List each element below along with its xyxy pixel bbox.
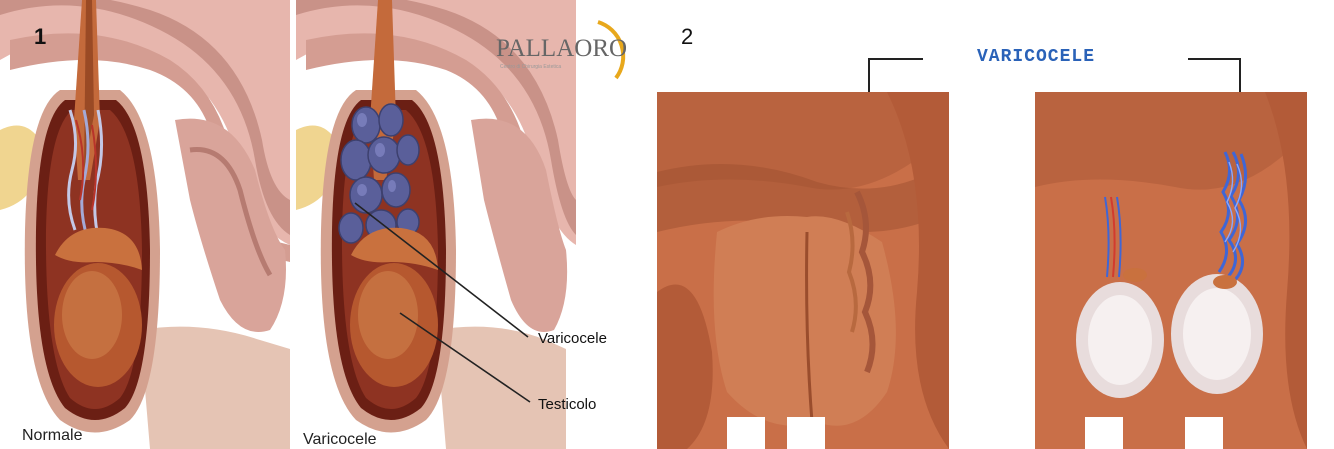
caption-normale: Normale	[22, 427, 82, 445]
external-cutaway-illustration	[1035, 92, 1307, 449]
external-view-illustration	[657, 92, 949, 449]
label-varicocele: Varicocele	[538, 330, 607, 347]
panel-external-left	[657, 92, 949, 449]
panel-normal	[0, 0, 290, 449]
varicocele-anatomy-illustration	[296, 0, 640, 449]
panel-external-right	[1035, 92, 1307, 449]
label-testicolo: Testicolo	[538, 396, 596, 413]
figure-2-number: 2	[681, 24, 693, 50]
panel-varicocele	[296, 0, 640, 449]
pallaoro-logo-subtitle: Centro di Chirurgia Estetica	[500, 64, 561, 70]
caption-varicocele: Varicocele	[303, 431, 377, 449]
varicocele-title: VARICOCELE	[977, 47, 1095, 67]
pallaoro-logo: PALLAORO	[496, 35, 627, 63]
normal-anatomy-illustration	[0, 0, 290, 449]
figure-1-number: 1	[34, 24, 46, 50]
